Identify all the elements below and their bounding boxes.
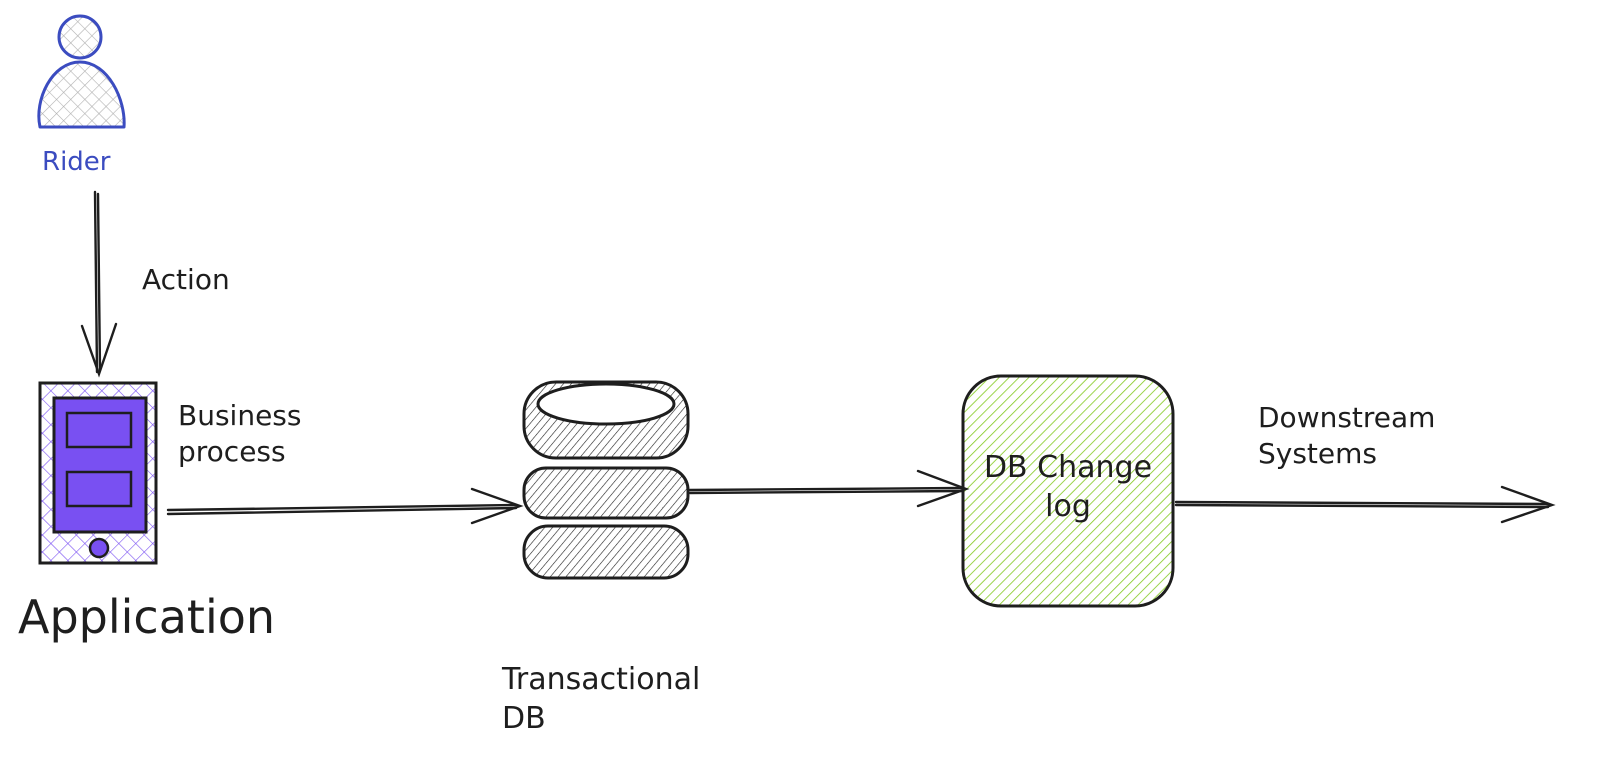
db-change-log-box (961, 374, 1175, 608)
arrow-application-to-db (166, 487, 524, 525)
transactional-db-icon (522, 380, 690, 580)
application-label: Application (18, 590, 276, 644)
downstream-line1: Downstream (1258, 401, 1436, 434)
rider-person-icon (37, 14, 126, 129)
business-process-label: Business process (178, 398, 301, 471)
application-phone-icon (38, 381, 158, 565)
db-change-log-line1: DB Change (983, 450, 1153, 485)
db-change-log-line2: log (1045, 489, 1091, 524)
downstream-line2: Systems (1258, 437, 1377, 471)
rider-label: Rider (42, 147, 111, 177)
action-label: Action (142, 263, 230, 296)
business-process-line2: process (178, 435, 286, 469)
transactional-db-line1: Transactional (502, 662, 701, 697)
downstream-systems-label: Downstream Systems (1258, 400, 1435, 473)
arrow-change-log-to-downstream (1174, 485, 1556, 524)
arrow-rider-to-application (80, 190, 118, 378)
db-change-log-label: DB Change log (962, 448, 1174, 526)
transactional-db-label: Transactional DB (502, 660, 700, 738)
transactional-db-line2: DB (502, 701, 546, 736)
arrow-db-to-change-log (688, 469, 970, 508)
business-process-line1: Business (178, 399, 302, 432)
